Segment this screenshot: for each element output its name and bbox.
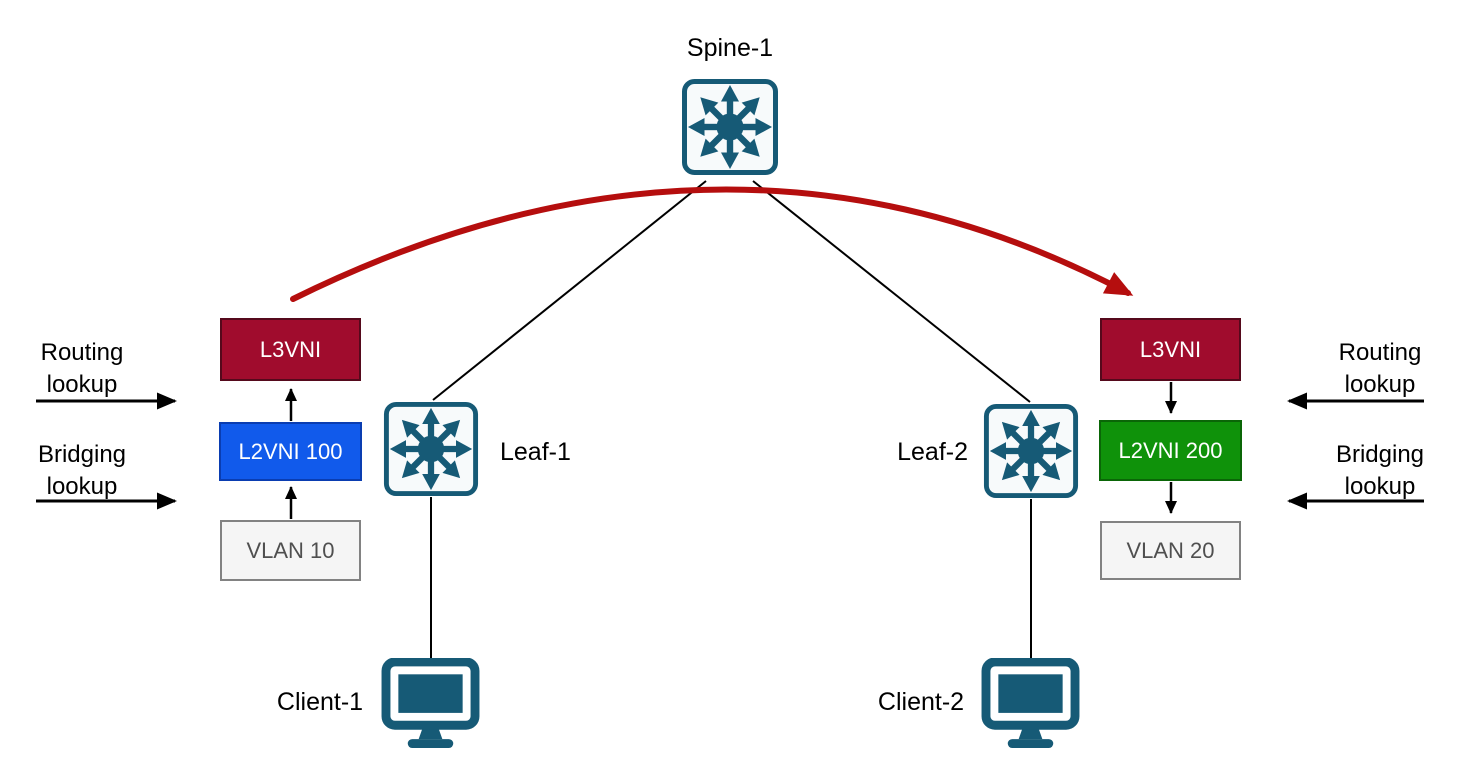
client1-label: Client-1 [276, 688, 364, 716]
l3vni-box-left: L3VNI [220, 318, 361, 381]
leaf1-label: Leaf-1 [500, 438, 571, 466]
bridging-lookup-label-left: Bridging lookup [22, 439, 142, 503]
routing-lookup-label-left: Routing lookup [22, 337, 142, 401]
bridging-lookup-line1: Bridging [37, 441, 127, 468]
routed-traffic-arrow [290, 186, 1134, 302]
vlan-box-left: VLAN 10 [220, 520, 361, 581]
link-spine-leaf1 [432, 180, 707, 401]
routing-lookup-line1: Routing [1338, 339, 1422, 366]
routing-lookup-line1: Routing [40, 339, 124, 366]
routing-lookup-line2: lookup [1344, 371, 1416, 398]
leaf1-switch-icon [381, 400, 481, 498]
bridging-lookup-line1: Bridging [1335, 441, 1425, 468]
client2-monitor-icon [980, 658, 1081, 749]
spine-label: Spine-1 [686, 34, 774, 62]
routing-lookup-label-right: Routing lookup [1320, 337, 1440, 401]
bridging-lookup-label-right: Bridging lookup [1320, 439, 1440, 503]
leaf2-switch-icon [981, 402, 1081, 500]
vlan-box-right: VLAN 20 [1100, 521, 1241, 580]
spine-switch-icon [680, 74, 780, 180]
routing-lookup-line2: lookup [46, 371, 118, 398]
l2vni-box-left: L2VNI 100 [219, 422, 362, 481]
l2vni-box-right: L2VNI 200 [1099, 420, 1242, 481]
bridging-lookup-line2: lookup [46, 473, 118, 500]
bridging-lookup-line2: lookup [1344, 473, 1416, 500]
client1-monitor-icon [380, 658, 481, 749]
client2-label: Client-2 [877, 688, 965, 716]
l3vni-box-right: L3VNI [1100, 318, 1241, 381]
link-spine-leaf2 [752, 180, 1031, 403]
leaf2-label: Leaf-2 [897, 438, 968, 466]
